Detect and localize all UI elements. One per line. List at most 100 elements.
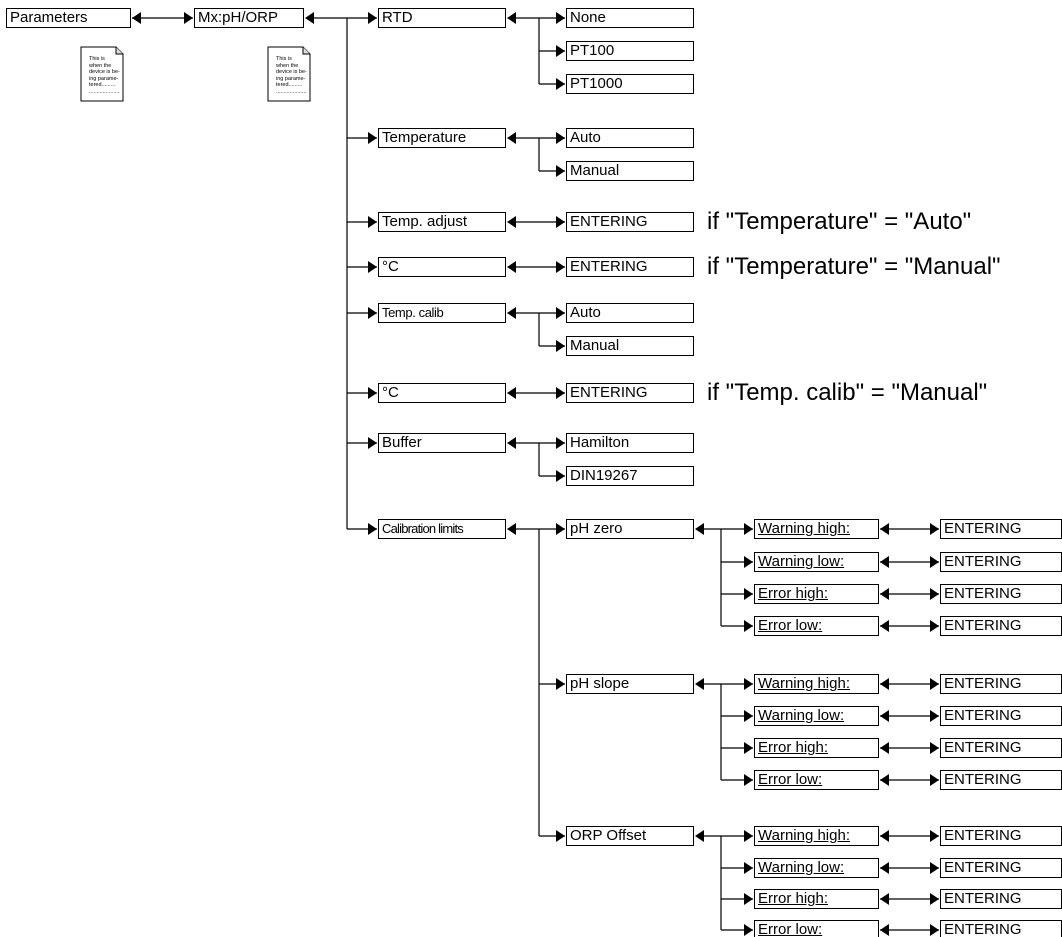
arrowhead-left bbox=[305, 12, 314, 24]
parameters-node[interactable]: Parameters bbox=[6, 8, 131, 28]
arrowhead-left bbox=[880, 830, 889, 842]
arrowhead-right bbox=[368, 261, 377, 273]
buffer-node[interactable]: Buffer bbox=[378, 433, 506, 453]
option-pt100[interactable]: PT100 bbox=[566, 41, 694, 61]
arrowhead-left bbox=[695, 678, 704, 690]
error-high-node[interactable]: Error high: bbox=[754, 584, 879, 604]
arrowhead-right bbox=[930, 742, 939, 754]
arrowhead-right bbox=[930, 924, 939, 936]
condition-note: if "Temp. calib" = "Manual" bbox=[707, 379, 988, 406]
arrowhead-right bbox=[368, 307, 377, 319]
value-entering[interactable]: ENTERING bbox=[940, 889, 1062, 909]
value-entering[interactable]: ENTERING bbox=[940, 858, 1062, 878]
temp-calib-node[interactable]: Temp. calib bbox=[378, 303, 506, 323]
value-entering[interactable]: ENTERING bbox=[940, 519, 1062, 539]
value-entering[interactable]: ENTERING bbox=[566, 257, 694, 277]
error-high-node[interactable]: Error high: bbox=[754, 738, 879, 758]
arrowhead-right bbox=[744, 830, 753, 842]
arrowhead-right bbox=[556, 437, 565, 449]
arrowhead-left bbox=[507, 523, 516, 535]
arrowhead-right bbox=[368, 523, 377, 535]
warning-low-node[interactable]: Warning low: bbox=[754, 858, 879, 878]
warning-high-node[interactable]: Warning high: bbox=[754, 674, 879, 694]
option-auto[interactable]: Auto bbox=[566, 303, 694, 323]
error-low-node[interactable]: Error low: bbox=[754, 616, 879, 636]
option-manual[interactable]: Manual bbox=[566, 336, 694, 356]
arrowhead-right bbox=[184, 12, 193, 24]
ph-slope-node[interactable]: pH slope bbox=[566, 674, 694, 694]
arrowhead-right bbox=[930, 862, 939, 874]
error-low-node[interactable]: Error low: bbox=[754, 770, 879, 790]
arrowhead-left bbox=[880, 893, 889, 905]
temp-adjust-node[interactable]: Temp. adjust bbox=[378, 212, 506, 232]
document-icon: This is when the device is be- ing param… bbox=[265, 44, 313, 104]
arrowhead-left bbox=[880, 862, 889, 874]
arrowhead-right bbox=[744, 620, 753, 632]
arrowhead-left bbox=[507, 387, 516, 399]
deg-c-node[interactable]: °C bbox=[378, 257, 506, 277]
arrowhead-left bbox=[880, 774, 889, 786]
arrowhead-left bbox=[507, 437, 516, 449]
value-entering[interactable]: ENTERING bbox=[566, 212, 694, 232]
value-entering[interactable]: ENTERING bbox=[940, 826, 1062, 846]
value-entering[interactable]: ENTERING bbox=[940, 584, 1062, 604]
arrowhead-right bbox=[930, 588, 939, 600]
option-none[interactable]: None bbox=[566, 8, 694, 28]
arrowhead-right bbox=[556, 45, 565, 57]
warning-low-node[interactable]: Warning low: bbox=[754, 552, 879, 572]
arrowhead-left bbox=[695, 830, 704, 842]
arrowhead-right bbox=[556, 12, 565, 24]
warning-high-node[interactable]: Warning high: bbox=[754, 519, 879, 539]
condition-note: if "Temperature" = "Manual" bbox=[707, 253, 1001, 280]
arrowhead-right bbox=[368, 12, 377, 24]
arrowhead-left bbox=[507, 307, 516, 319]
warning-low-node[interactable]: Warning low: bbox=[754, 706, 879, 726]
value-entering[interactable]: ENTERING bbox=[940, 674, 1062, 694]
deg-c-node[interactable]: °C bbox=[378, 383, 506, 403]
arrowhead-right bbox=[744, 556, 753, 568]
arrowhead-right bbox=[744, 924, 753, 936]
calibration-limits-node[interactable]: Calibration limits bbox=[378, 519, 506, 539]
arrowhead-right bbox=[930, 556, 939, 568]
arrowhead-right bbox=[744, 893, 753, 905]
value-entering[interactable]: ENTERING bbox=[566, 383, 694, 403]
orp-offset-node[interactable]: ORP Offset bbox=[566, 826, 694, 846]
arrowhead-right bbox=[930, 893, 939, 905]
option-auto[interactable]: Auto bbox=[566, 128, 694, 148]
arrowhead-right bbox=[556, 470, 565, 482]
mx-ph-orp-node[interactable]: Mx:pH/ORP bbox=[194, 8, 304, 28]
value-entering[interactable]: ENTERING bbox=[940, 552, 1062, 572]
value-entering[interactable]: ENTERING bbox=[940, 770, 1062, 790]
option-din19267[interactable]: DIN19267 bbox=[566, 466, 694, 486]
arrowhead-right bbox=[556, 307, 565, 319]
ph-zero-node[interactable]: pH zero bbox=[566, 519, 694, 539]
arrowhead-left bbox=[880, 523, 889, 535]
option-pt1000[interactable]: PT1000 bbox=[566, 74, 694, 94]
option-hamilton[interactable]: Hamilton bbox=[566, 433, 694, 453]
arrowhead-right bbox=[930, 830, 939, 842]
document-icon: This is when the device is be- ing param… bbox=[78, 44, 126, 104]
value-entering[interactable]: ENTERING bbox=[940, 738, 1062, 758]
arrowhead-right bbox=[556, 78, 565, 90]
arrowhead-right bbox=[930, 774, 939, 786]
value-entering[interactable]: ENTERING bbox=[940, 920, 1062, 937]
arrowhead-left bbox=[695, 523, 704, 535]
temperature-node[interactable]: Temperature bbox=[378, 128, 506, 148]
rtd-node[interactable]: RTD bbox=[378, 8, 506, 28]
arrowhead-right bbox=[930, 523, 939, 535]
error-high-node[interactable]: Error high: bbox=[754, 889, 879, 909]
arrowhead-right bbox=[556, 261, 565, 273]
value-entering[interactable]: ENTERING bbox=[940, 616, 1062, 636]
arrowhead-right bbox=[930, 678, 939, 690]
arrowhead-left bbox=[880, 742, 889, 754]
arrowhead-right bbox=[556, 165, 565, 177]
value-entering[interactable]: ENTERING bbox=[940, 706, 1062, 726]
arrowhead-left bbox=[507, 132, 516, 144]
error-low-node[interactable]: Error low: bbox=[754, 920, 879, 937]
arrowhead-left bbox=[880, 678, 889, 690]
option-manual[interactable]: Manual bbox=[566, 161, 694, 181]
arrowhead-right bbox=[744, 523, 753, 535]
arrowhead-right bbox=[556, 387, 565, 399]
warning-high-node[interactable]: Warning high: bbox=[754, 826, 879, 846]
